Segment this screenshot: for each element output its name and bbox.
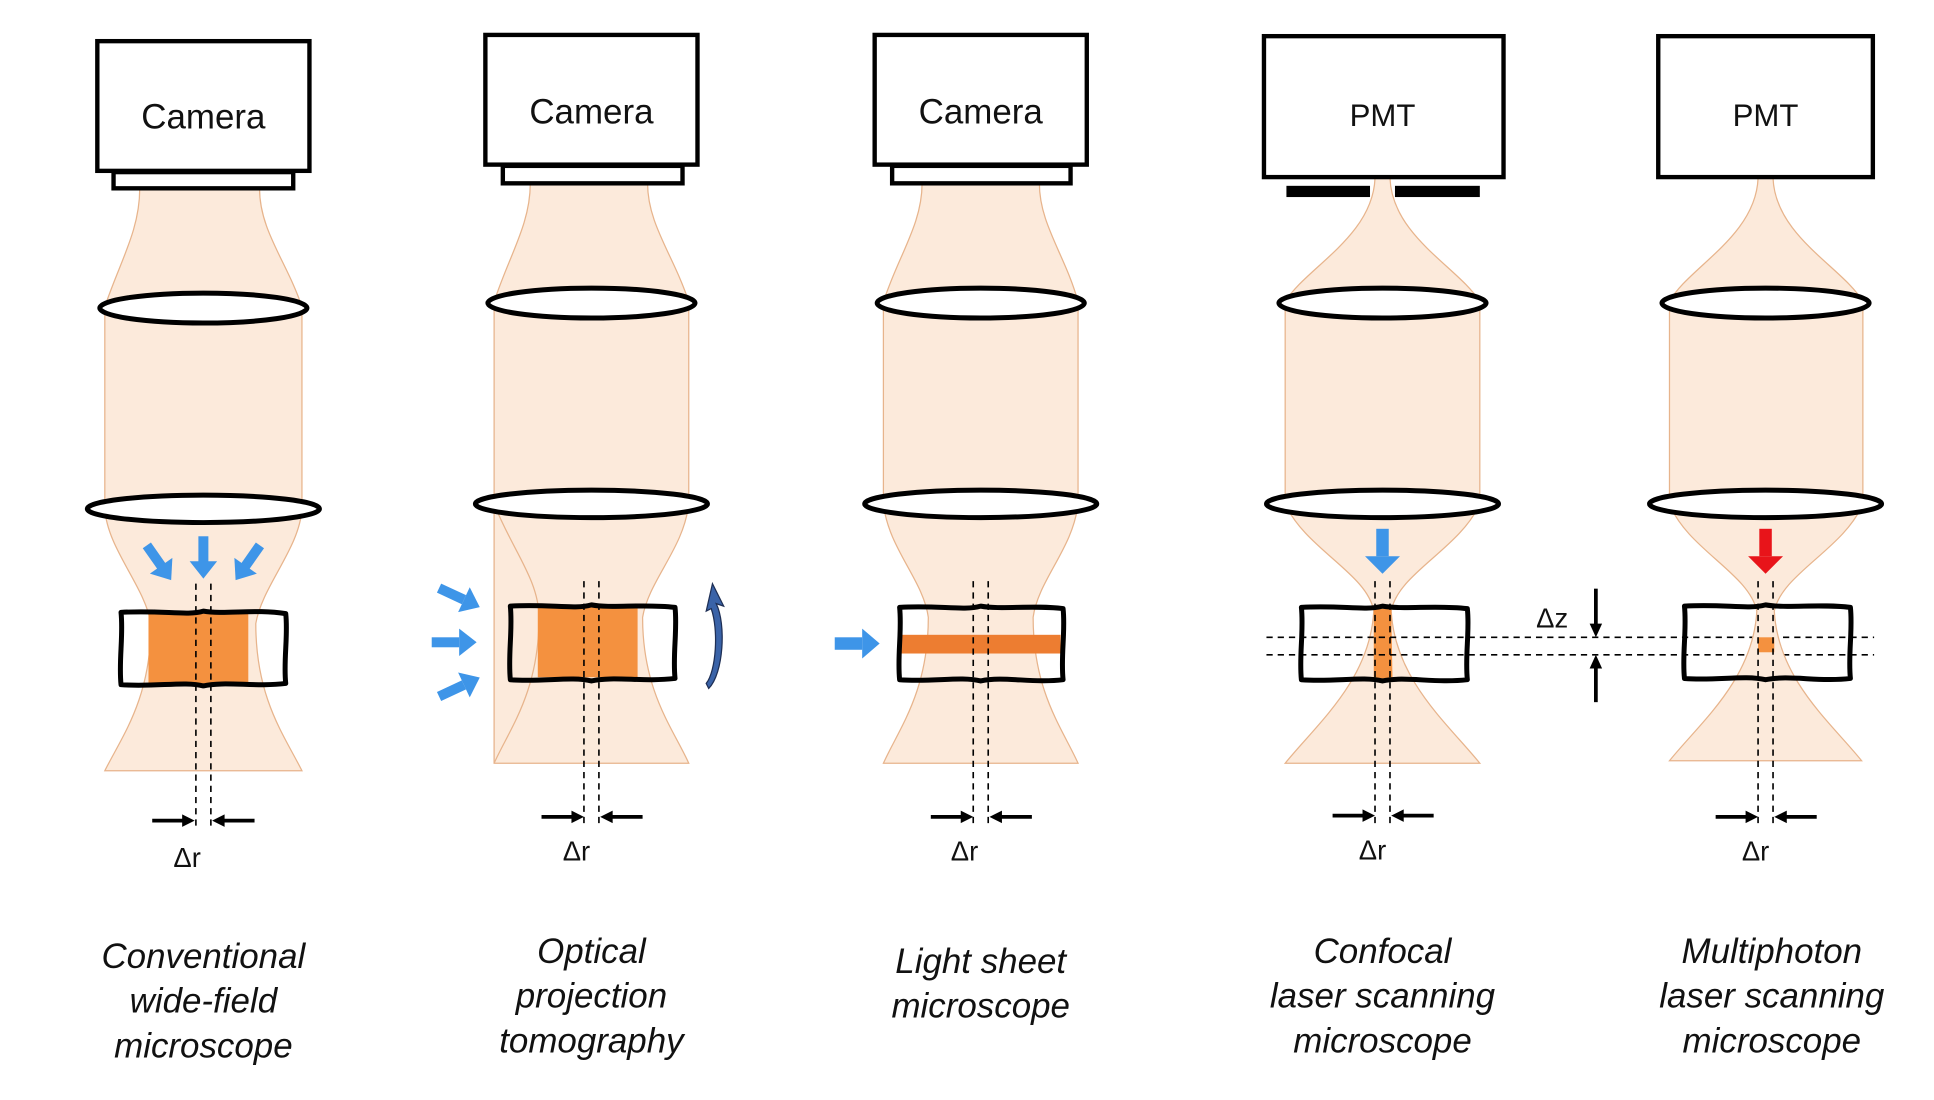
caption-line: tomography xyxy=(499,1022,686,1061)
arrow-down-icon xyxy=(1748,528,1784,574)
camera-label: Camera xyxy=(141,97,266,136)
panel-opt: Camera Δr Optical projection tomography xyxy=(431,32,725,1061)
pmt-label: PMT xyxy=(1733,98,1799,133)
delta-r-label: Δr xyxy=(1742,836,1769,867)
delta-r-label: Δr xyxy=(951,836,978,867)
fluorescence-spot xyxy=(1758,637,1775,653)
caption-line: microscope xyxy=(891,987,1070,1026)
pinhole-right xyxy=(1394,185,1480,198)
objective-lens xyxy=(472,487,710,521)
fluorescence-region xyxy=(537,607,638,678)
objective-lens xyxy=(84,492,322,526)
caption: Confocal laser scanning microscope xyxy=(1270,932,1496,1061)
panel-widefield: Camera Δr Conventional wide-field micros… xyxy=(84,38,322,1066)
objective-lens xyxy=(1263,487,1502,521)
arrow-right-icon xyxy=(834,628,880,659)
panel-multiphoton: PMT Δr Multiphoton laser scanning micros… xyxy=(1647,33,1885,1061)
camera-mount xyxy=(500,163,685,186)
arrow-right-icon xyxy=(431,628,477,657)
tube-lens xyxy=(97,290,310,326)
pmt-label: PMT xyxy=(1350,98,1416,133)
arrow-down-left-icon xyxy=(234,542,265,581)
delta-r-indicator: Δr xyxy=(541,810,643,867)
fluorescence-region xyxy=(1373,608,1393,679)
caption: Light sheet microscope xyxy=(891,942,1070,1026)
caption-line: microscope xyxy=(1683,1022,1862,1061)
camera-box xyxy=(872,32,1089,167)
delta-z-label: Δz xyxy=(1536,602,1568,633)
caption: Multiphoton laser scanning microscope xyxy=(1659,932,1885,1061)
sample xyxy=(117,608,289,689)
light-sheet xyxy=(900,634,1061,654)
delta-r-label: Δr xyxy=(173,842,200,873)
objective-lens xyxy=(1647,487,1885,521)
delta-r-indicator: Δr xyxy=(930,810,1032,867)
caption: Conventional wide-field microscope xyxy=(101,937,306,1066)
rotation-arrow-icon xyxy=(705,581,725,690)
fluorescence-region xyxy=(148,613,249,684)
caption-line: projection xyxy=(515,977,667,1016)
delta-r-label: Δr xyxy=(1359,834,1386,865)
sample xyxy=(896,603,1067,684)
tube-lens xyxy=(485,285,698,321)
camera-label: Camera xyxy=(919,92,1044,131)
camera-label: Camera xyxy=(529,92,654,131)
tube-lens xyxy=(1276,285,1489,321)
tube-lens xyxy=(874,285,1087,321)
pmt-box xyxy=(1656,33,1876,180)
caption-line: Conventional xyxy=(101,937,306,976)
caption-line: Optical xyxy=(537,932,647,971)
arrow-down-right-icon xyxy=(142,542,173,581)
light-path xyxy=(1668,177,1864,762)
caption-line: Light sheet xyxy=(895,942,1067,981)
pinhole-left xyxy=(1286,185,1371,198)
sample xyxy=(1298,603,1471,684)
panel-confocal: PMT Δr Confocal laser scanning microscop… xyxy=(1261,33,1506,1061)
sample xyxy=(507,602,679,684)
caption-line: microscope xyxy=(1293,1022,1472,1061)
pmt-box xyxy=(1261,33,1506,180)
camera-mount xyxy=(111,169,296,191)
camera-mount xyxy=(889,163,1073,186)
arrow-down-icon xyxy=(1365,528,1400,574)
camera-box xyxy=(95,38,312,174)
objective-lens xyxy=(862,487,1100,521)
sample xyxy=(1681,602,1854,683)
delta-r-indicator: Δr xyxy=(152,814,255,873)
arrow-right-up-icon xyxy=(436,672,480,702)
caption-line: Multiphoton xyxy=(1682,932,1863,971)
excitation-arrows xyxy=(142,536,265,581)
caption: Optical projection tomography xyxy=(499,932,686,1061)
excitation-arrows xyxy=(431,583,480,702)
caption-line: microscope xyxy=(114,1027,293,1066)
delta-r-label: Δr xyxy=(563,836,590,867)
caption-line: wide-field xyxy=(130,982,279,1021)
arrow-down-icon xyxy=(189,536,218,579)
delta-r-indicator: Δr xyxy=(1715,810,1817,867)
arrow-right-down-icon xyxy=(436,583,480,613)
panel-lightsheet: Camera Δr Light sheet microscope xyxy=(834,32,1100,1026)
delta-r-indicator: Δr xyxy=(1332,809,1434,865)
caption-line: laser scanning xyxy=(1270,977,1496,1016)
caption-line: Confocal xyxy=(1314,932,1453,971)
tube-lens xyxy=(1659,285,1872,321)
caption-line: laser scanning xyxy=(1659,977,1885,1016)
light-path xyxy=(882,182,1080,764)
